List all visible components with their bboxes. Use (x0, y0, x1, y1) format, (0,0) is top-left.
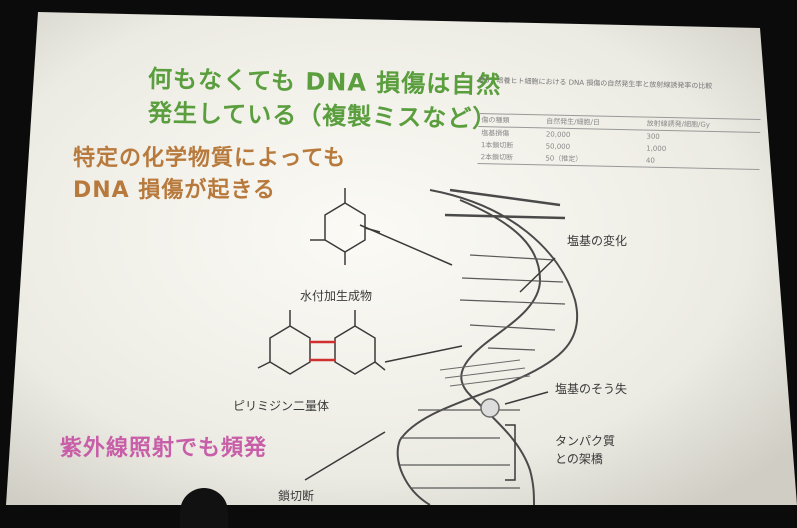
label-strand-break: 鎖切断 (278, 489, 315, 503)
dna-base-pairs (400, 254, 566, 489)
crosslink-bracket (505, 424, 516, 481)
label-hydrate: 水付加生成物 (300, 289, 373, 303)
label-protein-crosslink-1: タンパク質 (555, 434, 616, 448)
annotation-arrows (304, 224, 556, 481)
dimer-cyclobutane-bonds (310, 340, 335, 362)
hydrate-structure (310, 188, 381, 265)
table-cell: 2本鎖切断 (480, 153, 514, 162)
slide-line-uv: 紫外線照射でも頻発 (60, 436, 268, 461)
label-protein-crosslink-2: との架橋 (555, 452, 603, 466)
slide-line-chemicals: 特定の化学物質によっても (73, 146, 347, 171)
table-cell: 50（推定） (545, 154, 583, 164)
presenter-silhouette (180, 488, 228, 528)
damage-rate-table: 傷の種類 自然発生/細胞/日 放射線誘発/細胞/Gy 塩基損傷 20,000 3… (477, 113, 761, 170)
table-cell: 40 (645, 156, 655, 165)
pyrimidine-dimer-structure (257, 310, 386, 375)
dna-backbone-hatching (439, 359, 531, 387)
table-header-cell: 傷の種類 (481, 116, 510, 125)
abasic-site-circle (480, 398, 500, 418)
slide-line-replication-errors: 発生している（複製ミスなど） (147, 98, 498, 134)
label-base-loss: 塩基のそう失 (555, 382, 628, 396)
projected-slide: 何もなくても DNA 損傷は自然 発生している（複製ミスなど） 特定の化学物質に… (6, 12, 797, 505)
slide-line-dna-damage: DNA 損傷が起きる (73, 178, 276, 203)
label-base-change: 塩基の変化 (567, 234, 628, 248)
slide-background (6, 12, 797, 505)
dna-helix-diagram (396, 188, 579, 505)
label-pyrimidine-dimer: ピリミジン二量体 (233, 399, 330, 413)
